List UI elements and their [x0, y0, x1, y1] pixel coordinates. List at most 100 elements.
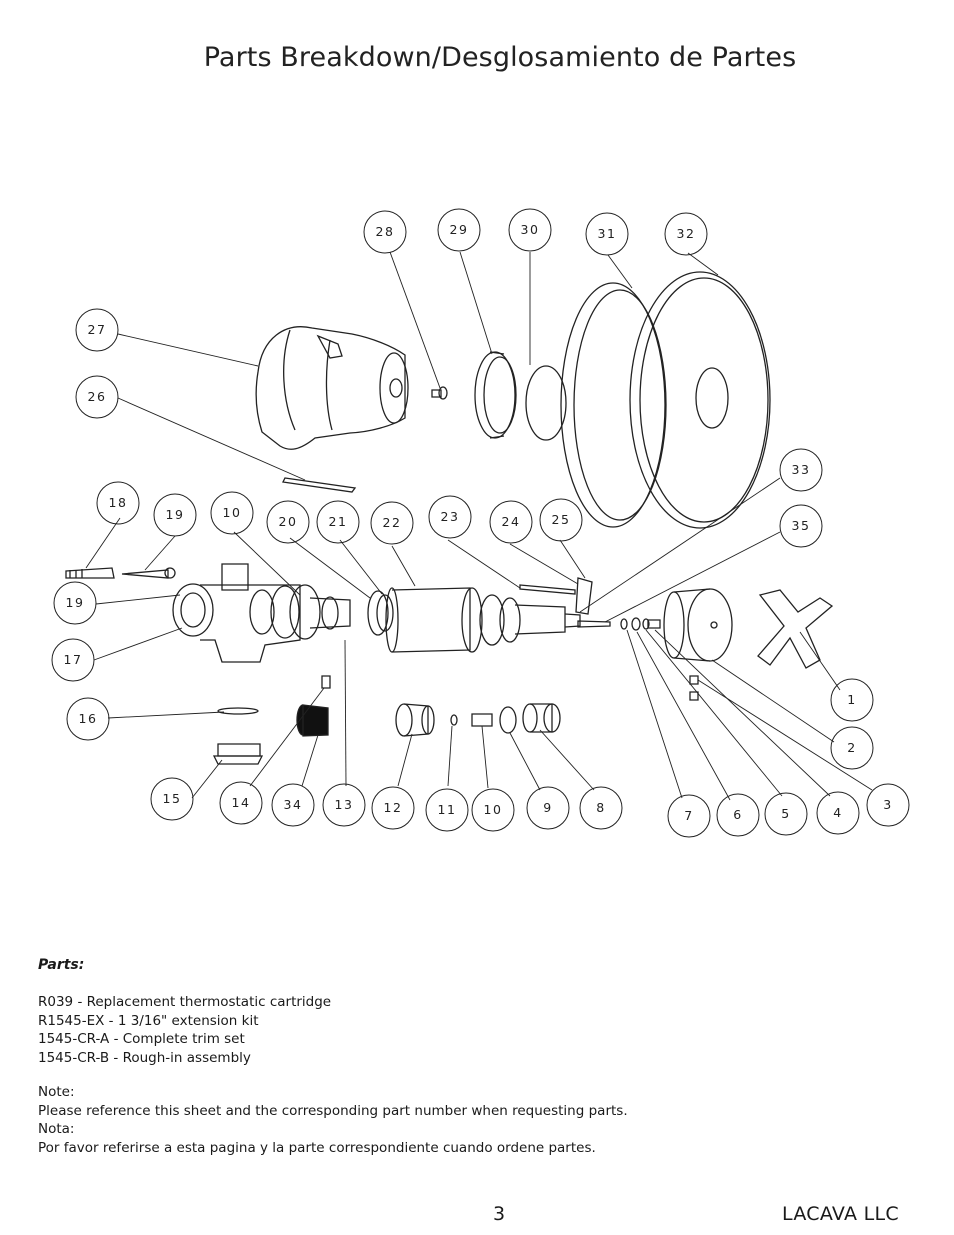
ring-29-drawing — [474, 351, 517, 439]
svg-text:19: 19 — [66, 595, 85, 610]
callout-28: 28 — [363, 210, 407, 254]
svg-text:7: 7 — [684, 808, 693, 823]
washer-7-drawing — [620, 618, 628, 630]
callout-30: 30 — [508, 208, 552, 252]
callout-19-top: 19 — [153, 493, 197, 537]
callout-33: 33 — [779, 448, 823, 492]
leader-lines — [85, 251, 873, 801]
svg-text:27: 27 — [88, 322, 107, 337]
callout-10-bottom: 10 — [471, 788, 515, 832]
oring-11-drawing — [450, 714, 458, 726]
svg-text:23: 23 — [441, 509, 460, 524]
small-part-14-drawing — [321, 675, 331, 689]
svg-text:3: 3 — [883, 797, 892, 812]
exploded-parts-diagram: 28 29 30 31 32 27 26 33 35 18 19 10 20 2… — [51, 208, 910, 838]
escutcheon-32-drawing — [629, 271, 771, 529]
note-label-es: Nota: — [38, 1121, 75, 1137]
callout-29: 29 — [437, 208, 481, 252]
callout-24: 24 — [489, 500, 533, 544]
callout-2: 2 — [830, 726, 874, 770]
escutcheon-31-drawing — [560, 282, 667, 528]
callout-11: 11 — [425, 788, 469, 832]
svg-text:16: 16 — [79, 711, 98, 726]
callout-9: 9 — [526, 786, 570, 830]
callout-18: 18 — [96, 481, 140, 525]
parts-item: R1545-EX - 1 3/16" extension kit — [38, 1012, 259, 1029]
svg-text:25: 25 — [552, 512, 571, 527]
filter-34-drawing — [296, 704, 329, 737]
callout-14: 14 — [219, 781, 263, 825]
svg-text:34: 34 — [284, 797, 303, 812]
nut-2-drawing — [689, 675, 699, 685]
callout-23: 23 — [428, 495, 472, 539]
svg-text:26: 26 — [88, 389, 107, 404]
callout-32: 32 — [664, 212, 708, 256]
callout-27: 27 — [75, 308, 119, 352]
page-title: Parts Breakdown/Desglosamiento de Partes — [203, 42, 797, 73]
svg-text:35: 35 — [792, 518, 811, 533]
parts-list: R039 - Replacement thermostatic cartridg… — [38, 993, 331, 1067]
svg-text:29: 29 — [450, 222, 469, 237]
note-text-es: Por favor referirse a esta pagina y la p… — [38, 1139, 596, 1156]
svg-text:24: 24 — [502, 514, 521, 529]
callout-25: 25 — [539, 498, 583, 542]
callout-15: 15 — [150, 777, 194, 821]
company-name: LACAVA LLC — [782, 1203, 899, 1225]
handle-hub-drawing — [663, 588, 733, 662]
screw-19-drawing — [121, 567, 176, 579]
valve-10-drawing — [471, 713, 493, 727]
notes-section: Note: Please reference this sheet and th… — [38, 1083, 628, 1157]
callout-8: 8 — [579, 786, 623, 830]
washer-4-drawing — [647, 619, 661, 629]
svg-text:32: 32 — [677, 226, 696, 241]
washer-16-drawing — [217, 707, 259, 715]
svg-text:8: 8 — [596, 800, 605, 815]
valve-body-drawing — [172, 563, 321, 663]
svg-text:14: 14 — [232, 795, 251, 810]
spring-assembly-drawing — [309, 590, 394, 636]
svg-text:20: 20 — [279, 514, 298, 529]
callout-31: 31 — [585, 212, 629, 256]
cap-15-drawing — [212, 743, 264, 765]
oring-9-drawing — [499, 706, 517, 734]
callout-21: 21 — [316, 500, 360, 544]
cartridge-22-drawing — [385, 587, 483, 653]
svg-text:1: 1 — [847, 692, 856, 707]
parts-item: R039 - Replacement thermostatic cartridg… — [38, 994, 332, 1010]
svg-text:10: 10 — [223, 505, 242, 520]
cross-handle-drawing — [757, 589, 834, 669]
svg-text:18: 18 — [109, 495, 128, 510]
callout-3: 3 — [866, 783, 910, 827]
callout-4: 4 — [816, 791, 860, 835]
svg-text:9: 9 — [543, 800, 552, 815]
parts-item: 1545-CR-B - Rough-in assembly — [38, 1049, 251, 1066]
gasket-26-drawing — [282, 477, 357, 493]
svg-text:30: 30 — [521, 222, 540, 237]
svg-text:33: 33 — [792, 462, 811, 477]
note-text-en: Please reference this sheet and the corr… — [38, 1102, 628, 1119]
check-valve-12-drawing — [395, 703, 435, 737]
callout-17: 17 — [51, 638, 95, 682]
setscrew-25-drawing — [575, 577, 593, 615]
callout-19-left: 19 — [53, 581, 97, 625]
fitting-8-drawing — [522, 703, 561, 733]
svg-text:12: 12 — [384, 800, 403, 815]
nut-3-drawing — [689, 691, 699, 701]
page-number: 3 — [493, 1203, 506, 1225]
callout-34: 34 — [271, 783, 315, 827]
stem-23-24-drawing — [479, 584, 581, 646]
svg-text:15: 15 — [163, 791, 182, 806]
svg-text:6: 6 — [733, 807, 742, 822]
callout-20: 20 — [266, 500, 310, 544]
screw-33-drawing — [577, 620, 611, 628]
svg-text:5: 5 — [781, 806, 790, 821]
washer-6-drawing — [631, 617, 641, 631]
anchor-18-drawing — [65, 567, 115, 579]
callout-26: 26 — [75, 375, 119, 419]
callout-5: 5 — [764, 792, 808, 836]
callout-22: 22 — [370, 501, 414, 545]
svg-text:19: 19 — [166, 507, 185, 522]
washer-5-drawing — [642, 618, 650, 630]
handle-body-drawing — [255, 326, 409, 450]
callout-16: 16 — [66, 697, 110, 741]
